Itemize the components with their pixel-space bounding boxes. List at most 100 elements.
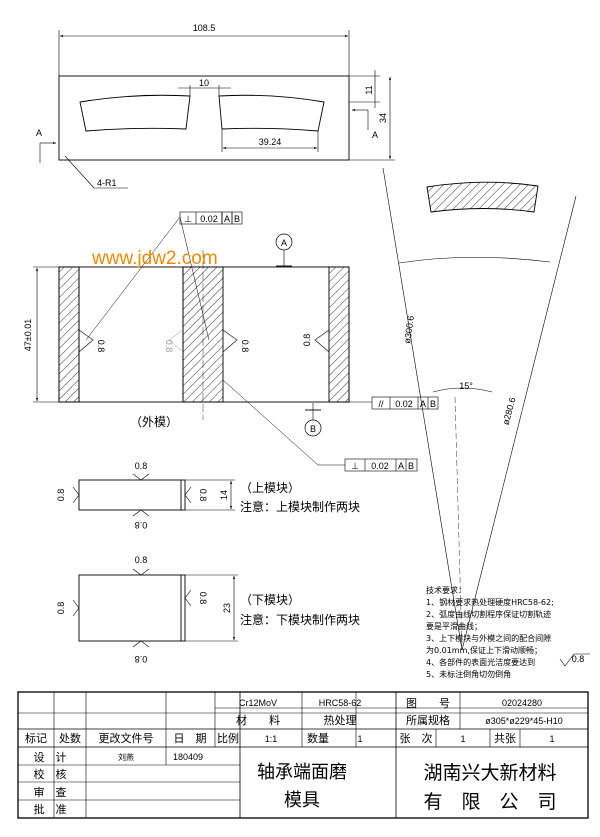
tolerance-top-ref1: A xyxy=(224,214,230,224)
tb-total-value: 1 xyxy=(549,734,554,744)
tech-req-title: 技术要求： xyxy=(426,585,466,595)
tb-sheet-label: 张 次 xyxy=(400,731,433,745)
tb-date: 日 期 xyxy=(174,732,207,745)
tolerance-frame-top xyxy=(179,211,243,225)
tolerance-right-symbol: // xyxy=(378,399,384,409)
tb-mark: 标记 xyxy=(25,731,47,745)
tb-sheet-value: 1 xyxy=(460,734,465,744)
tb-qty-label: 数量 xyxy=(307,732,329,745)
dim-108: 108.5 xyxy=(193,23,216,33)
tb-part-name-line-1: 轴承端面磨 xyxy=(257,762,347,783)
tb-check: 校 核 xyxy=(34,767,67,781)
dim-dia-inner: ø280.6 xyxy=(501,396,518,426)
tolerance-right-value: 0.02 xyxy=(395,399,413,409)
tolerance-top-symbol: ⊥ xyxy=(184,214,192,224)
tb-total-label: 共张 xyxy=(494,732,516,745)
tolerance-lower-value: 0.02 xyxy=(371,461,389,471)
title-block xyxy=(17,691,589,819)
roughness-lower-top: 0.8 xyxy=(135,555,148,565)
dim-dia-outer: ø300.6 xyxy=(402,315,416,344)
sector-edge-right xyxy=(461,195,577,651)
dim-23: 23 xyxy=(222,603,232,613)
dim-angle: 15° xyxy=(459,381,473,391)
tb-scale-value: 1:1 xyxy=(265,734,278,744)
tb-material-label: 材 料 xyxy=(236,713,280,727)
label-outer-mold: （外模） xyxy=(130,415,178,429)
tolerance-right-ref2: B xyxy=(430,399,436,409)
upper-block-outline xyxy=(78,479,186,511)
tech-requirements: 技术要求： 1、钢材要求热处理硬度HRC58-62; 2、弧度由线切割程序保证切… xyxy=(426,585,590,679)
tech-req-line-3: 要是平滑曲线； xyxy=(426,621,482,631)
tb-company-line-2: 有 限 公 司 xyxy=(423,791,556,813)
tech-req-line-4: 3、上下模块与外模之间的配合间隙 xyxy=(426,633,551,643)
dim-radius: 4-R1 xyxy=(97,178,117,188)
tb-drawing-no-value: 02024280 xyxy=(502,698,542,708)
dim-47: 47±0.01 xyxy=(23,319,33,351)
tech-req-line-5: 为0.01mm,保证上下滑动顺畅； xyxy=(426,645,542,655)
tolerance-lower-symbol: ⊥ xyxy=(351,461,359,471)
dim-14: 14 xyxy=(219,490,229,500)
tech-req-line-2: 2、弧度由线切割程序保证切割轨迹 xyxy=(426,609,551,619)
roughness-upper-bottom: 0.8 xyxy=(135,520,148,530)
tb-design: 设 计 xyxy=(34,751,67,764)
lower-block-outline xyxy=(78,574,186,642)
top-view-arc-slot-left xyxy=(79,94,191,132)
tolerance-top-ref2: B xyxy=(234,214,240,224)
tb-drawing-no-label: 图 号 xyxy=(406,697,450,710)
tb-part-name-line-2: 模具 xyxy=(284,790,320,811)
tb-approve: 批 准 xyxy=(34,802,67,816)
dim-39: 39.24 xyxy=(259,137,282,147)
label-lower-block: （下模块） xyxy=(240,593,300,607)
tolerance-right-ref1: A xyxy=(420,399,426,409)
tb-heat-value: HRC58-62 xyxy=(319,698,362,708)
roughness-lower-right: 0.8 xyxy=(198,592,208,605)
datum-b: B xyxy=(310,424,316,434)
roughness-lower-bottom: 0.8 xyxy=(135,654,148,664)
tb-review: 审 查 xyxy=(34,785,67,799)
sector-hatched-blank xyxy=(426,181,539,213)
tolerance-frame-lower xyxy=(344,458,418,472)
tech-req-line-1: 1、钢材要求热处理硬度HRC58-62; xyxy=(426,597,554,607)
watermark: www.jdw2.com xyxy=(91,248,218,269)
tb-spec-label: 所属规格 xyxy=(406,713,450,727)
finish-symbol-value: 0.8 xyxy=(572,654,585,664)
tb-count: 处数 xyxy=(59,732,81,745)
sector-view xyxy=(382,167,577,651)
lower-block-view xyxy=(72,568,238,648)
note-lower-block: 注意：下模块制作两块 xyxy=(240,612,360,627)
tb-designer: 刘燕 xyxy=(118,752,134,762)
section-marker-right: A xyxy=(372,130,378,140)
roughness-outer-center-left: 0.8 xyxy=(164,340,174,353)
roughness-lower-left: 0.8 xyxy=(56,602,66,615)
dim-34: 34 xyxy=(378,113,388,123)
dim-10: 10 xyxy=(199,78,209,88)
roughness-upper-right: 0.8 xyxy=(198,489,208,502)
top-view-outline xyxy=(58,75,350,161)
roughness-outer-center-right: 0.8 xyxy=(240,340,250,353)
roughness-upper-top: 0.8 xyxy=(135,461,148,471)
tolerance-frame-right xyxy=(371,396,439,410)
tolerance-lower-ref1: A xyxy=(398,461,404,471)
label-upper-block: （上模块） xyxy=(240,481,300,495)
finish-symbol-icon xyxy=(559,653,590,667)
tech-req-line-7: 5、未标注倒角切勿倒角 xyxy=(426,669,511,679)
tb-heat-label: 热处理 xyxy=(324,714,357,727)
roughness-upper-left: 0.8 xyxy=(56,489,66,502)
tolerance-top-value: 0.02 xyxy=(200,214,218,224)
tech-req-line-6: 4、各部件的表面光洁度要达到 xyxy=(426,657,535,667)
note-upper-block: 注意：上模块制作两块 xyxy=(240,499,360,514)
tb-qty-value: 1 xyxy=(357,734,362,744)
tb-company-line-1: 湖南兴大新材料 xyxy=(423,762,556,784)
upper-block-view xyxy=(72,473,235,517)
tb-material-value: Cr12MoV xyxy=(239,698,277,708)
roughness-outer-left: 0.8 xyxy=(96,340,106,353)
top-view-arc-slot-right xyxy=(218,94,325,132)
tolerance-lower-ref2: B xyxy=(408,461,414,471)
tb-spec-value: ø305*ø229*45-H10 xyxy=(485,716,563,726)
tb-change-doc: 更改文件号 xyxy=(99,731,154,745)
section-marker-left: A xyxy=(36,128,42,138)
top-view xyxy=(39,30,395,189)
dim-11: 11 xyxy=(364,85,374,94)
tb-scale-label: 比例 xyxy=(217,731,239,745)
